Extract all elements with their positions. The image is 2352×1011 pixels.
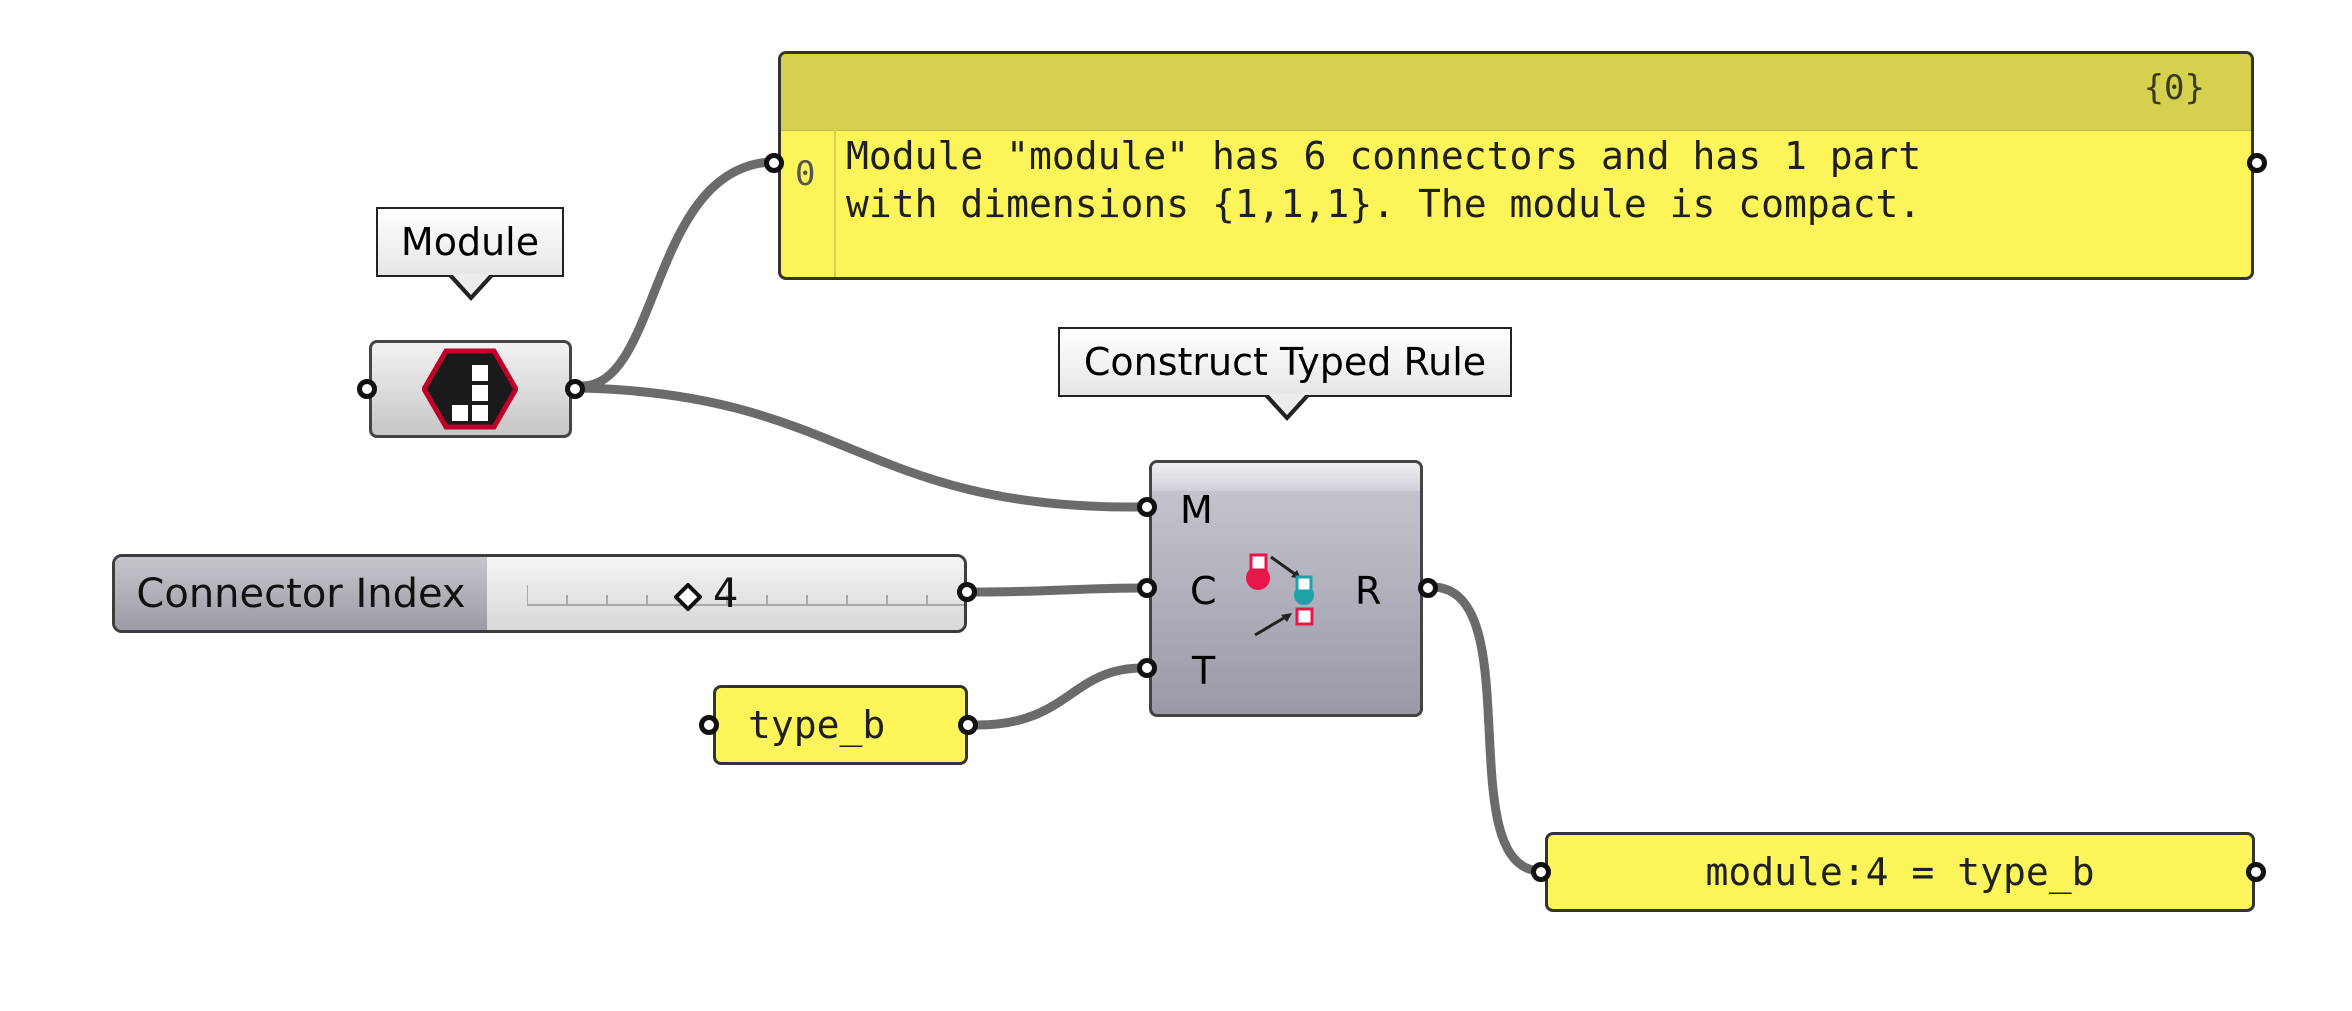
module-tooltip-label: Module — [400, 220, 540, 264]
module-component[interactable] — [357, 340, 585, 438]
construct-tooltip-label: Construct Typed Rule — [1083, 340, 1487, 384]
wire-slider-to-construct-c — [972, 583, 1148, 597]
type-panel-output-grip[interactable] — [958, 715, 978, 735]
component-top-bar — [1152, 463, 1420, 491]
report-input-grip[interactable] — [764, 153, 784, 173]
module-input-grip[interactable] — [357, 379, 377, 399]
slider-label: Connector Index — [115, 557, 490, 630]
wire-module-to-report — [577, 157, 775, 391]
slider-ticks — [527, 585, 964, 606]
input-t-label: T — [1192, 649, 1216, 693]
result-panel[interactable]: module:4 = type_b — [1545, 832, 2255, 912]
wire-module-to-construct-m — [577, 383, 1148, 512]
module-output-grip[interactable] — [565, 379, 585, 399]
input-c-label: C — [1190, 569, 1217, 613]
connector-index-slider[interactable]: Connector Index 4 — [112, 554, 967, 633]
type-panel-text: type_b — [748, 703, 886, 747]
construct-output-r-grip[interactable] — [1418, 578, 1438, 598]
result-panel-text: module:4 = type_b — [1705, 850, 2095, 894]
result-panel-input-grip[interactable] — [1531, 862, 1551, 882]
slider-value: 4 — [713, 571, 739, 617]
slider-track[interactable]: 4 — [487, 557, 964, 630]
report-output-grip[interactable] — [2247, 153, 2267, 173]
module-icon — [422, 348, 518, 430]
slider-handle-icon[interactable] — [674, 583, 702, 611]
result-panel-output-grip[interactable] — [2246, 862, 2266, 882]
report-panel-text: Module "module" has 6 connectors and has… — [846, 134, 1922, 226]
construct-typed-rule-component[interactable]: M C T R — [1149, 460, 1423, 717]
type-panel[interactable]: type_b — [713, 685, 968, 765]
slider-output-grip[interactable] — [957, 582, 977, 602]
report-panel-header — [781, 54, 2251, 131]
wire-construct-r-to-result — [1427, 582, 1545, 876]
wire-type-to-construct-t — [972, 663, 1148, 730]
report-panel-index: 0 — [795, 154, 816, 194]
input-m-label: M — [1180, 488, 1213, 532]
report-panel-path: {0} — [2143, 68, 2205, 108]
output-r-label: R — [1355, 569, 1382, 613]
module-tooltip: Module — [376, 207, 564, 301]
report-panel[interactable]: {0} 0 Module "module" has 6 connectors a… — [778, 51, 2254, 280]
construct-input-m-grip[interactable] — [1137, 497, 1157, 517]
type-panel-input-grip[interactable] — [699, 715, 719, 735]
construct-input-t-grip[interactable] — [1137, 658, 1157, 678]
construct-tooltip: Construct Typed Rule — [1058, 327, 1512, 421]
report-panel-index-column — [781, 54, 836, 277]
typed-rule-icon — [1246, 553, 1314, 637]
construct-input-c-grip[interactable] — [1137, 578, 1157, 598]
